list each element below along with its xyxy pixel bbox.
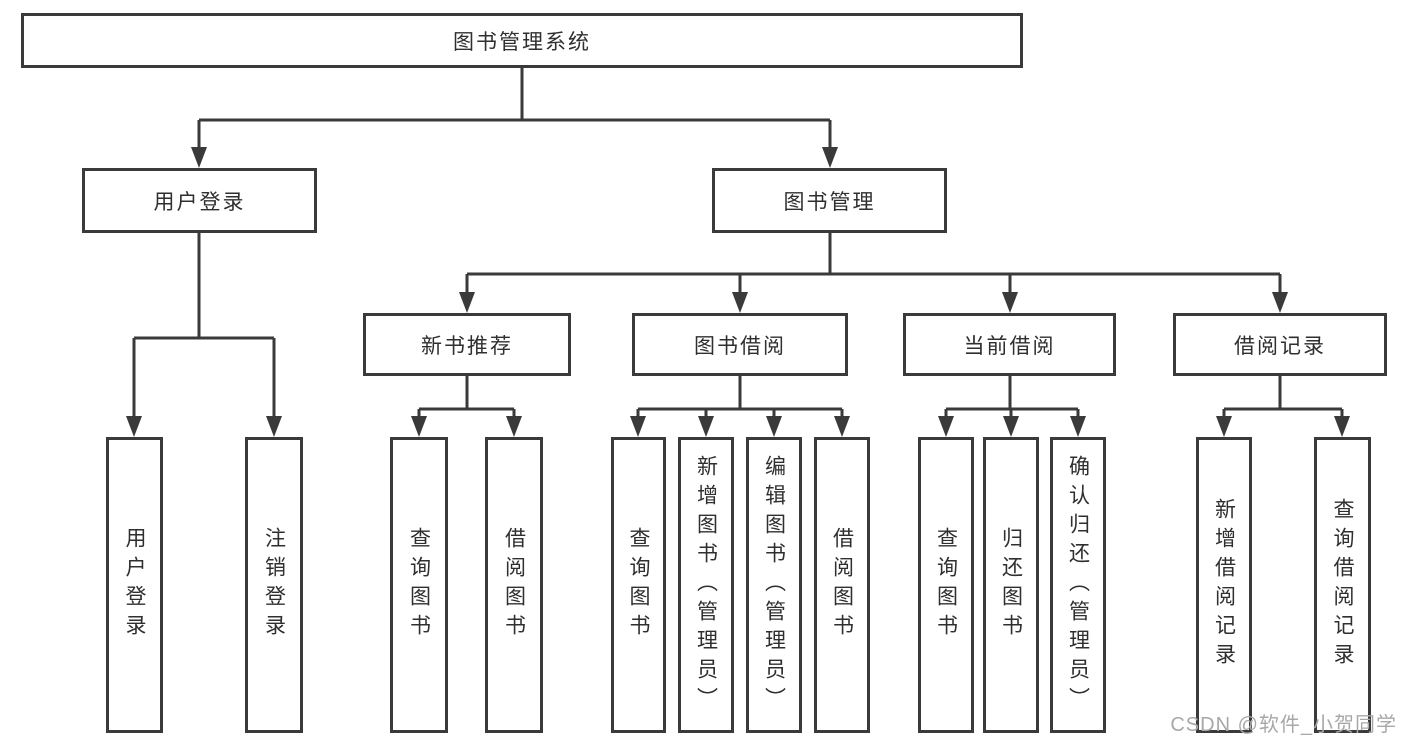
node-query-books-borrow: 查询图书 xyxy=(611,437,666,733)
leaf-label: 查询图书 xyxy=(934,527,958,643)
node-library-system: 图书管理系统 xyxy=(21,13,1023,68)
leaf-label: 借阅图书 xyxy=(502,527,526,643)
leaf-label: 新增借阅记录 xyxy=(1212,498,1236,672)
node-current-borrowing: 当前借阅 xyxy=(903,313,1116,376)
node-add-book-admin: 新增图书（管理员） xyxy=(678,437,734,733)
node-borrow-books-recommend: 借阅图书 xyxy=(485,437,543,733)
node-user-login: 用户登录 xyxy=(82,168,317,233)
node-confirm-return-admin: 确认归还（管理员） xyxy=(1050,437,1106,733)
node-add-borrow-record: 新增借阅记录 xyxy=(1196,437,1252,733)
node-query-borrow-record: 查询借阅记录 xyxy=(1314,437,1371,733)
leaf-label: 确认归还（管理员） xyxy=(1066,454,1090,716)
leaf-label: 借阅图书 xyxy=(830,527,854,643)
node-new-book-recommend: 新书推荐 xyxy=(363,313,571,376)
leaf-label: 注销登录 xyxy=(262,527,286,643)
leaf-label: 查询图书 xyxy=(407,527,431,643)
node-return-books: 归还图书 xyxy=(983,437,1039,733)
node-query-books-recommend: 查询图书 xyxy=(390,437,448,733)
arrowheads xyxy=(126,147,1350,437)
leaf-label: 用户登录 xyxy=(123,527,146,643)
leaf-label: 编辑图书（管理员） xyxy=(762,454,786,716)
leaf-label: 查询图书 xyxy=(627,527,650,643)
leaf-label: 归还图书 xyxy=(999,527,1023,643)
node-book-borrowing: 图书借阅 xyxy=(632,313,848,376)
leaf-label: 查询借阅记录 xyxy=(1331,498,1354,672)
node-borrow-books: 借阅图书 xyxy=(814,437,870,733)
leaf-label: 新增图书（管理员） xyxy=(694,454,718,716)
watermark: CSDN @软件_小贺同学 xyxy=(1170,714,1397,736)
node-query-books-current: 查询图书 xyxy=(918,437,974,733)
node-edit-book-admin: 编辑图书（管理员） xyxy=(746,437,802,733)
node-user-login-leaf: 用户登录 xyxy=(106,437,163,733)
node-book-management: 图书管理 xyxy=(712,168,947,233)
node-logout-leaf: 注销登录 xyxy=(245,437,303,733)
node-borrowing-records: 借阅记录 xyxy=(1173,313,1387,376)
